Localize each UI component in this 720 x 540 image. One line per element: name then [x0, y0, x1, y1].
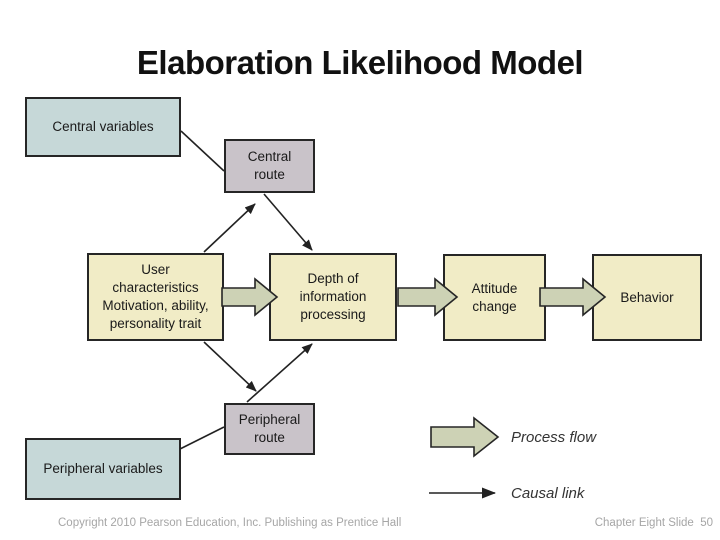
causal-link-central-route-to-depth — [263, 193, 313, 251]
box-peripheral-route-label: Peripheral route — [238, 412, 301, 445]
box-central-variables: Central variables — [25, 97, 181, 157]
causal-link-peripheral-variables-to-peripheral-route — [179, 426, 225, 450]
legend-process-flow-label: Process flow — [511, 429, 597, 446]
footer-slide-reference: Chapter Eight Slide 50 — [594, 517, 713, 529]
legend-process-flow-arrow-icon — [430, 416, 500, 458]
box-peripheral-route: Peripheral route — [224, 403, 315, 455]
box-behavior: Behavior — [592, 254, 702, 341]
box-peripheral-variables: Peripheral variables — [25, 438, 181, 500]
box-user-characteristics-label: User characteristics Motivation, ability… — [102, 262, 209, 331]
box-behavior-label: Behavior — [620, 289, 674, 305]
box-depth-of-information-processing: Depth of information processing — [269, 253, 397, 341]
causal-link-user-char-to-peripheral-route — [203, 341, 257, 392]
causal-link-central-variables-to-central-route — [180, 130, 225, 172]
page-title: Elaboration Likelihood Model — [136, 44, 584, 81]
box-central-variables-label: Central variables — [52, 119, 154, 135]
box-peripheral-variables-label: Peripheral variables — [43, 461, 163, 477]
legend-causal-link-label: Causal link — [511, 485, 585, 502]
causal-link-user-char-to-central-route — [203, 203, 256, 253]
causal-link-peripheral-route-to-depth — [246, 343, 313, 403]
footer-copyright: Copyright 2010 Pearson Education, Inc. P… — [58, 517, 402, 529]
box-depth-label: Depth of information processing — [299, 271, 367, 322]
box-user-characteristics: User characteristics Motivation, ability… — [87, 253, 224, 341]
box-central-route-label: Central route — [247, 149, 292, 182]
box-central-route: Central route — [224, 139, 315, 193]
box-attitude-change: Attitude change — [443, 254, 546, 341]
box-attitude-change-label: Attitude change — [471, 280, 518, 314]
